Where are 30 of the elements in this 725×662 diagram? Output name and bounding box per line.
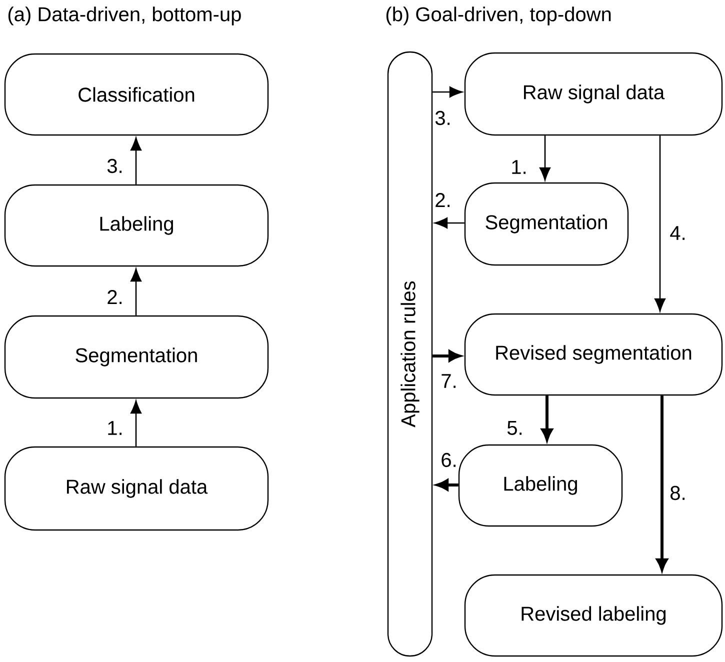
arrow [130, 268, 142, 316]
process-box: Raw signal data [464, 52, 723, 136]
panel-title: (a) Data-driven, bottom-up [8, 6, 241, 26]
edge-label: 5. [506, 420, 524, 436]
edge-label: 2. [106, 289, 124, 305]
process-box: Classification [4, 53, 269, 136]
edge-label: 3. [106, 158, 124, 174]
edge-label: 1. [106, 420, 124, 436]
edge-label: 2. [434, 192, 452, 208]
arrow [130, 137, 142, 184]
process-box: Revised segmentation [464, 313, 723, 396]
rules-bar: Application rules [387, 51, 433, 657]
process-box: Labeling [458, 444, 623, 527]
edge-label: 3. [434, 110, 452, 126]
arrow [434, 218, 464, 228]
edge-label: 4. [668, 225, 688, 241]
edge-label: 8. [668, 484, 688, 502]
process-box: Labeling [4, 184, 269, 267]
process-box: Revised labeling [464, 574, 723, 657]
arrow [654, 136, 666, 312]
process-box: Raw signal data [4, 446, 269, 531]
edge-label: 1. [510, 159, 528, 175]
panel-title: (b) Goal-driven, top-down [386, 6, 611, 26]
edge-label: 6. [440, 452, 458, 468]
arrow [540, 136, 550, 181]
process-box: Segmentation [464, 182, 629, 266]
edge-label: 7. [440, 373, 458, 389]
arrow [432, 86, 463, 98]
process-box: Segmentation [4, 315, 269, 399]
arrow [130, 400, 142, 446]
